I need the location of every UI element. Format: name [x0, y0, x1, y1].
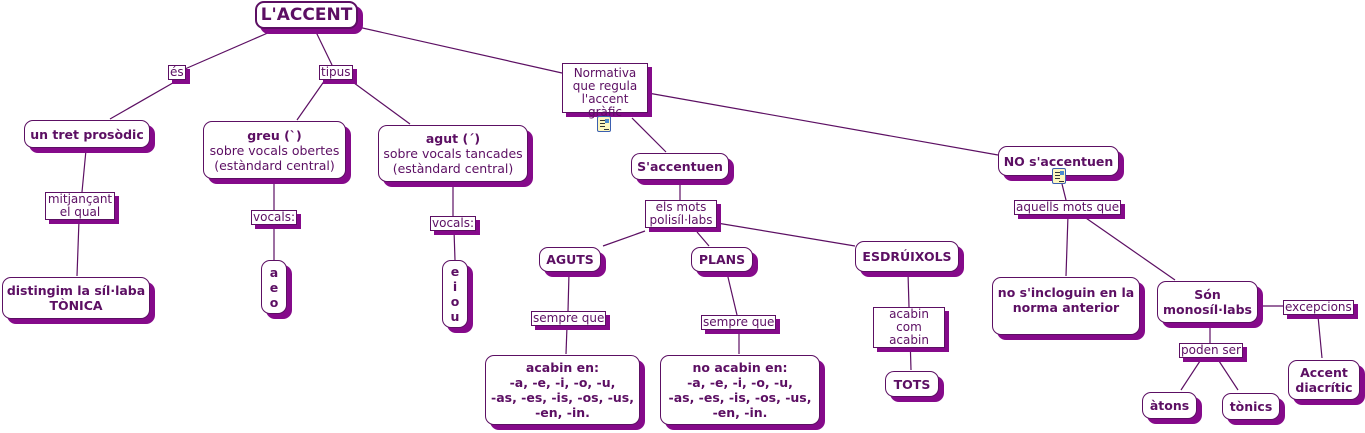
greu-title: greu (`)	[247, 127, 302, 143]
document-icon[interactable]	[1052, 168, 1066, 184]
concept-atons[interactable]: àtons	[1142, 392, 1197, 419]
link-vocals-greu[interactable]: vocals:	[251, 210, 298, 225]
link-vocals-agut[interactable]: vocals:	[430, 216, 477, 231]
concept-aeo[interactable]: a e o	[261, 260, 287, 314]
link-poden-ser[interactable]: poden ser	[1179, 343, 1243, 358]
agut-description: sobre vocals tancades (estàndard central…	[383, 146, 523, 176]
concept-monosillabs[interactable]: Són monosíl·labs	[1157, 281, 1258, 323]
concept-plans[interactable]: PLANS	[691, 247, 753, 272]
concept-aguts[interactable]: AGUTS	[539, 247, 601, 272]
concept-no-acabin-en[interactable]: no acabin en: -a, -e, -i, -o, -u, -as, -…	[660, 355, 820, 425]
link-normativa[interactable]: Normativa que regula l'accent gràfic	[562, 63, 648, 119]
agut-title: agut (´)	[425, 131, 481, 146]
concept-no-incloguin[interactable]: no s'incloguin en la norma anterior	[992, 277, 1140, 335]
link-sempre-que-plans[interactable]: sempre que	[701, 315, 777, 330]
concept-laccent[interactable]: L'ACCENT	[255, 1, 358, 29]
concept-distingim[interactable]: distingim la síl·laba TÒNICA	[2, 277, 150, 319]
concept-greu[interactable]: greu (`) sobre vocals obertes (estàndard…	[203, 121, 346, 179]
concept-saccentuen[interactable]: S'accentuen	[631, 153, 729, 180]
concept-no-saccentuen[interactable]: NO s'accentuen	[998, 146, 1119, 176]
link-mitjancant[interactable]: mitjançant el qual	[45, 192, 115, 220]
concept-agut[interactable]: agut (´) sobre vocals tancades (estàndar…	[378, 125, 528, 182]
concept-eiou[interactable]: e i o u	[442, 260, 468, 328]
concept-esdruixols[interactable]: ESDRÚIXOLS	[855, 241, 959, 272]
greu-description: sobre vocals obertes (estàndard central)	[209, 142, 340, 173]
concept-tret-prosodic[interactable]: un tret prosòdic	[24, 120, 150, 148]
concept-tots[interactable]: TOTS	[885, 371, 939, 397]
link-tipus[interactable]: tipus	[319, 65, 353, 80]
concept-acabin-en[interactable]: acabin en: -a, -e, -i, -o, -u, -as, -es,…	[485, 355, 640, 425]
concept-tonics[interactable]: tònics	[1222, 393, 1280, 420]
link-excepcions[interactable]: excepcions	[1283, 300, 1354, 315]
link-es[interactable]: és	[168, 65, 186, 80]
document-icon[interactable]	[597, 116, 611, 132]
link-acabin-com-acabin[interactable]: acabin com acabin	[873, 307, 945, 348]
concept-accent-diacritic[interactable]: Accent diacrític	[1288, 360, 1360, 400]
link-sempre-que-aguts[interactable]: sempre que	[531, 311, 607, 326]
link-els-mots-polisillabs[interactable]: els mots polisíl·labs	[645, 200, 717, 228]
link-aquells-mots-que[interactable]: aquells mots que	[1014, 200, 1122, 215]
